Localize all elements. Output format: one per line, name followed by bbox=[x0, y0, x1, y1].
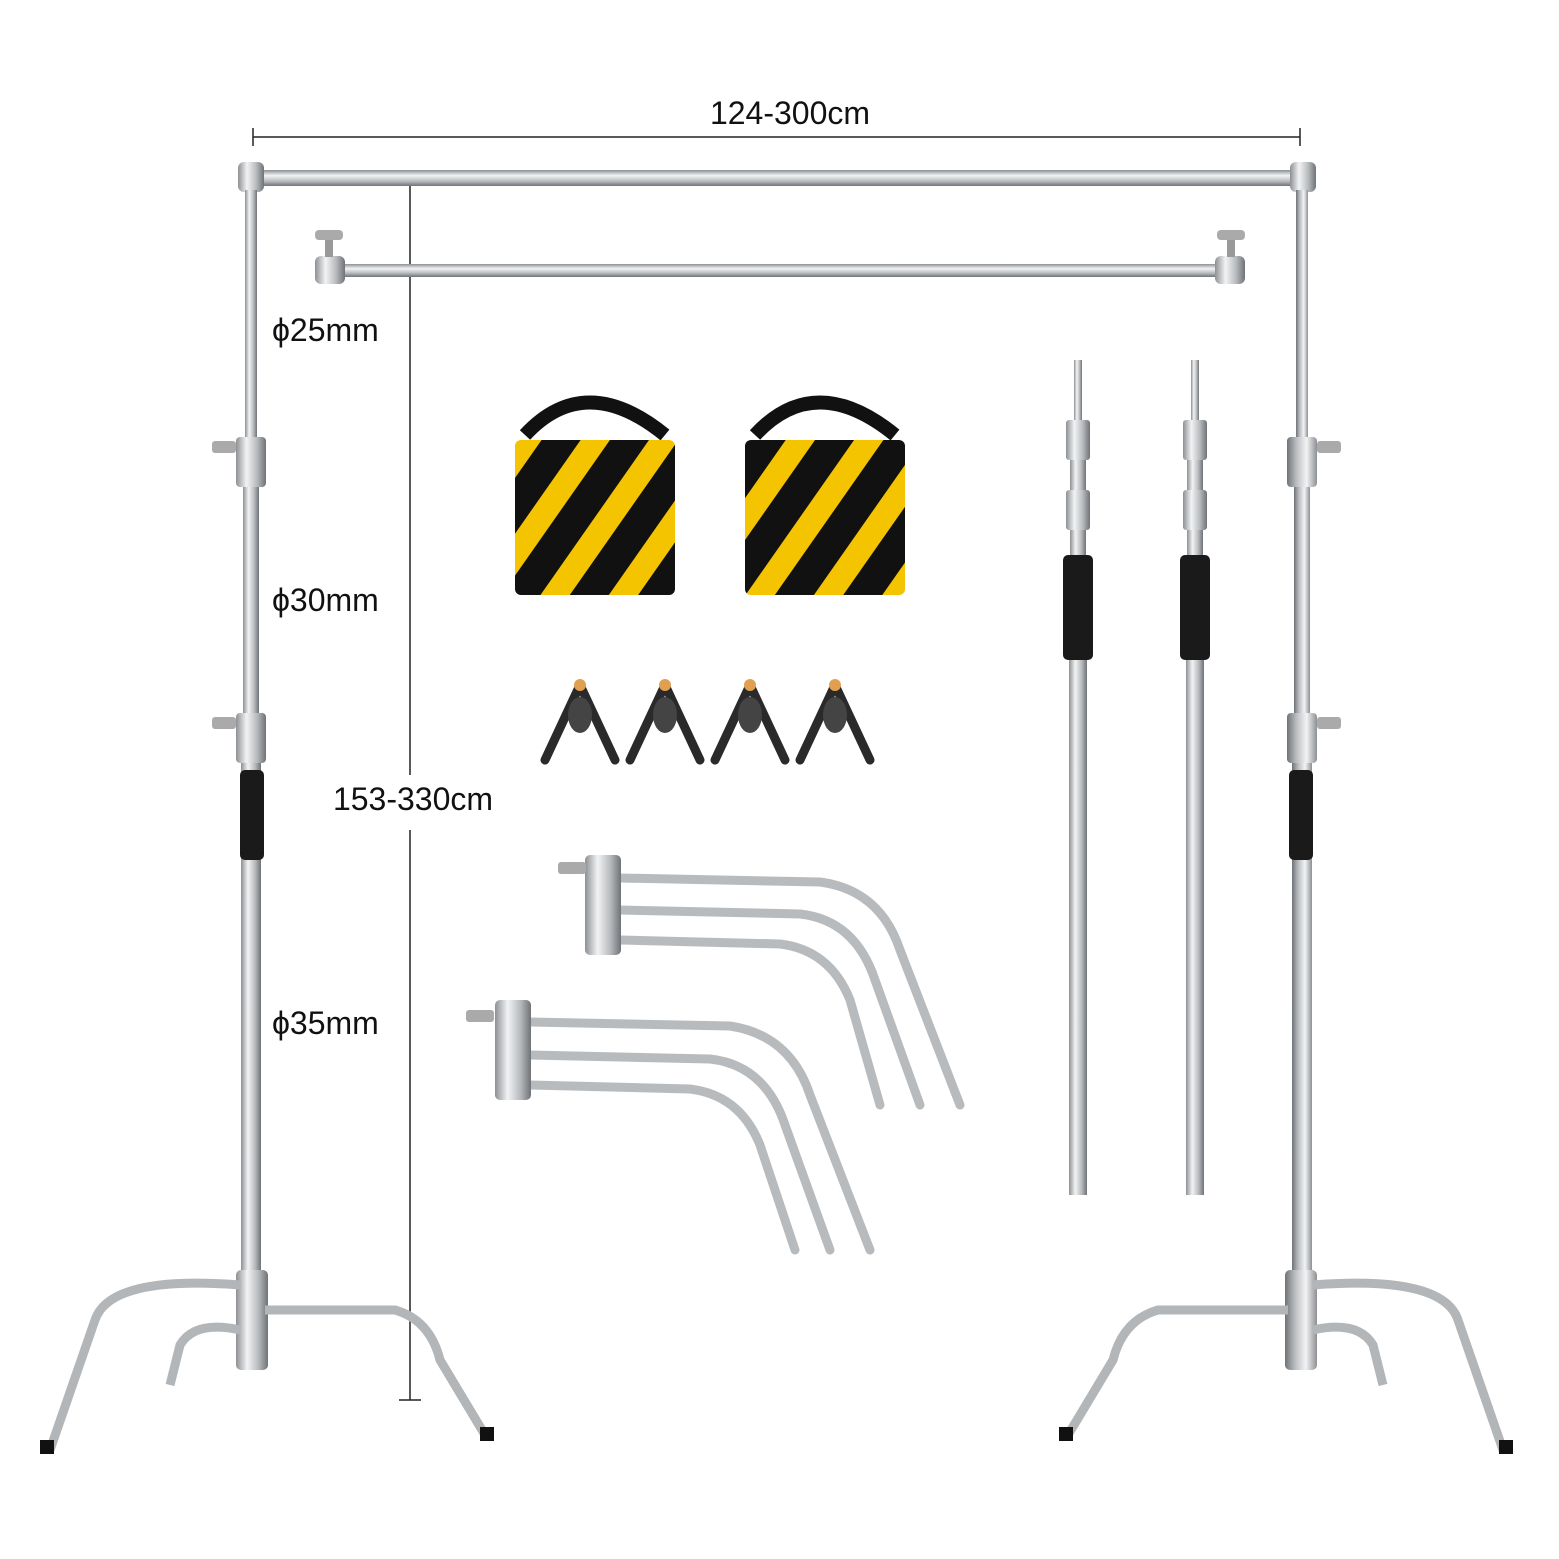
top-crossbar bbox=[238, 162, 1316, 192]
width-label: 124-300cm bbox=[710, 95, 870, 131]
c-stand-left bbox=[40, 190, 494, 1454]
grip-arms-upper bbox=[558, 855, 965, 1110]
riser-pole bbox=[1180, 360, 1210, 1195]
diameter-top-label: ϕ25mm bbox=[272, 312, 379, 348]
diameter-bottom-label: ϕ35mm bbox=[272, 1005, 379, 1041]
diameter-middle-label: ϕ30mm bbox=[272, 582, 379, 618]
height-label: 153-330cm bbox=[333, 781, 493, 817]
sandbag bbox=[515, 395, 675, 595]
width-dimension: 124-300cm bbox=[252, 95, 1301, 146]
grip-arms-lower bbox=[466, 1000, 875, 1255]
grip bbox=[240, 770, 264, 860]
sandbag bbox=[745, 395, 905, 595]
height-dimension: 153-330cm bbox=[333, 177, 493, 1401]
spring-clamps bbox=[540, 679, 870, 765]
second-crossbar bbox=[315, 230, 1245, 284]
riser-pole bbox=[1063, 360, 1093, 1195]
c-stand-right bbox=[1059, 190, 1513, 1454]
